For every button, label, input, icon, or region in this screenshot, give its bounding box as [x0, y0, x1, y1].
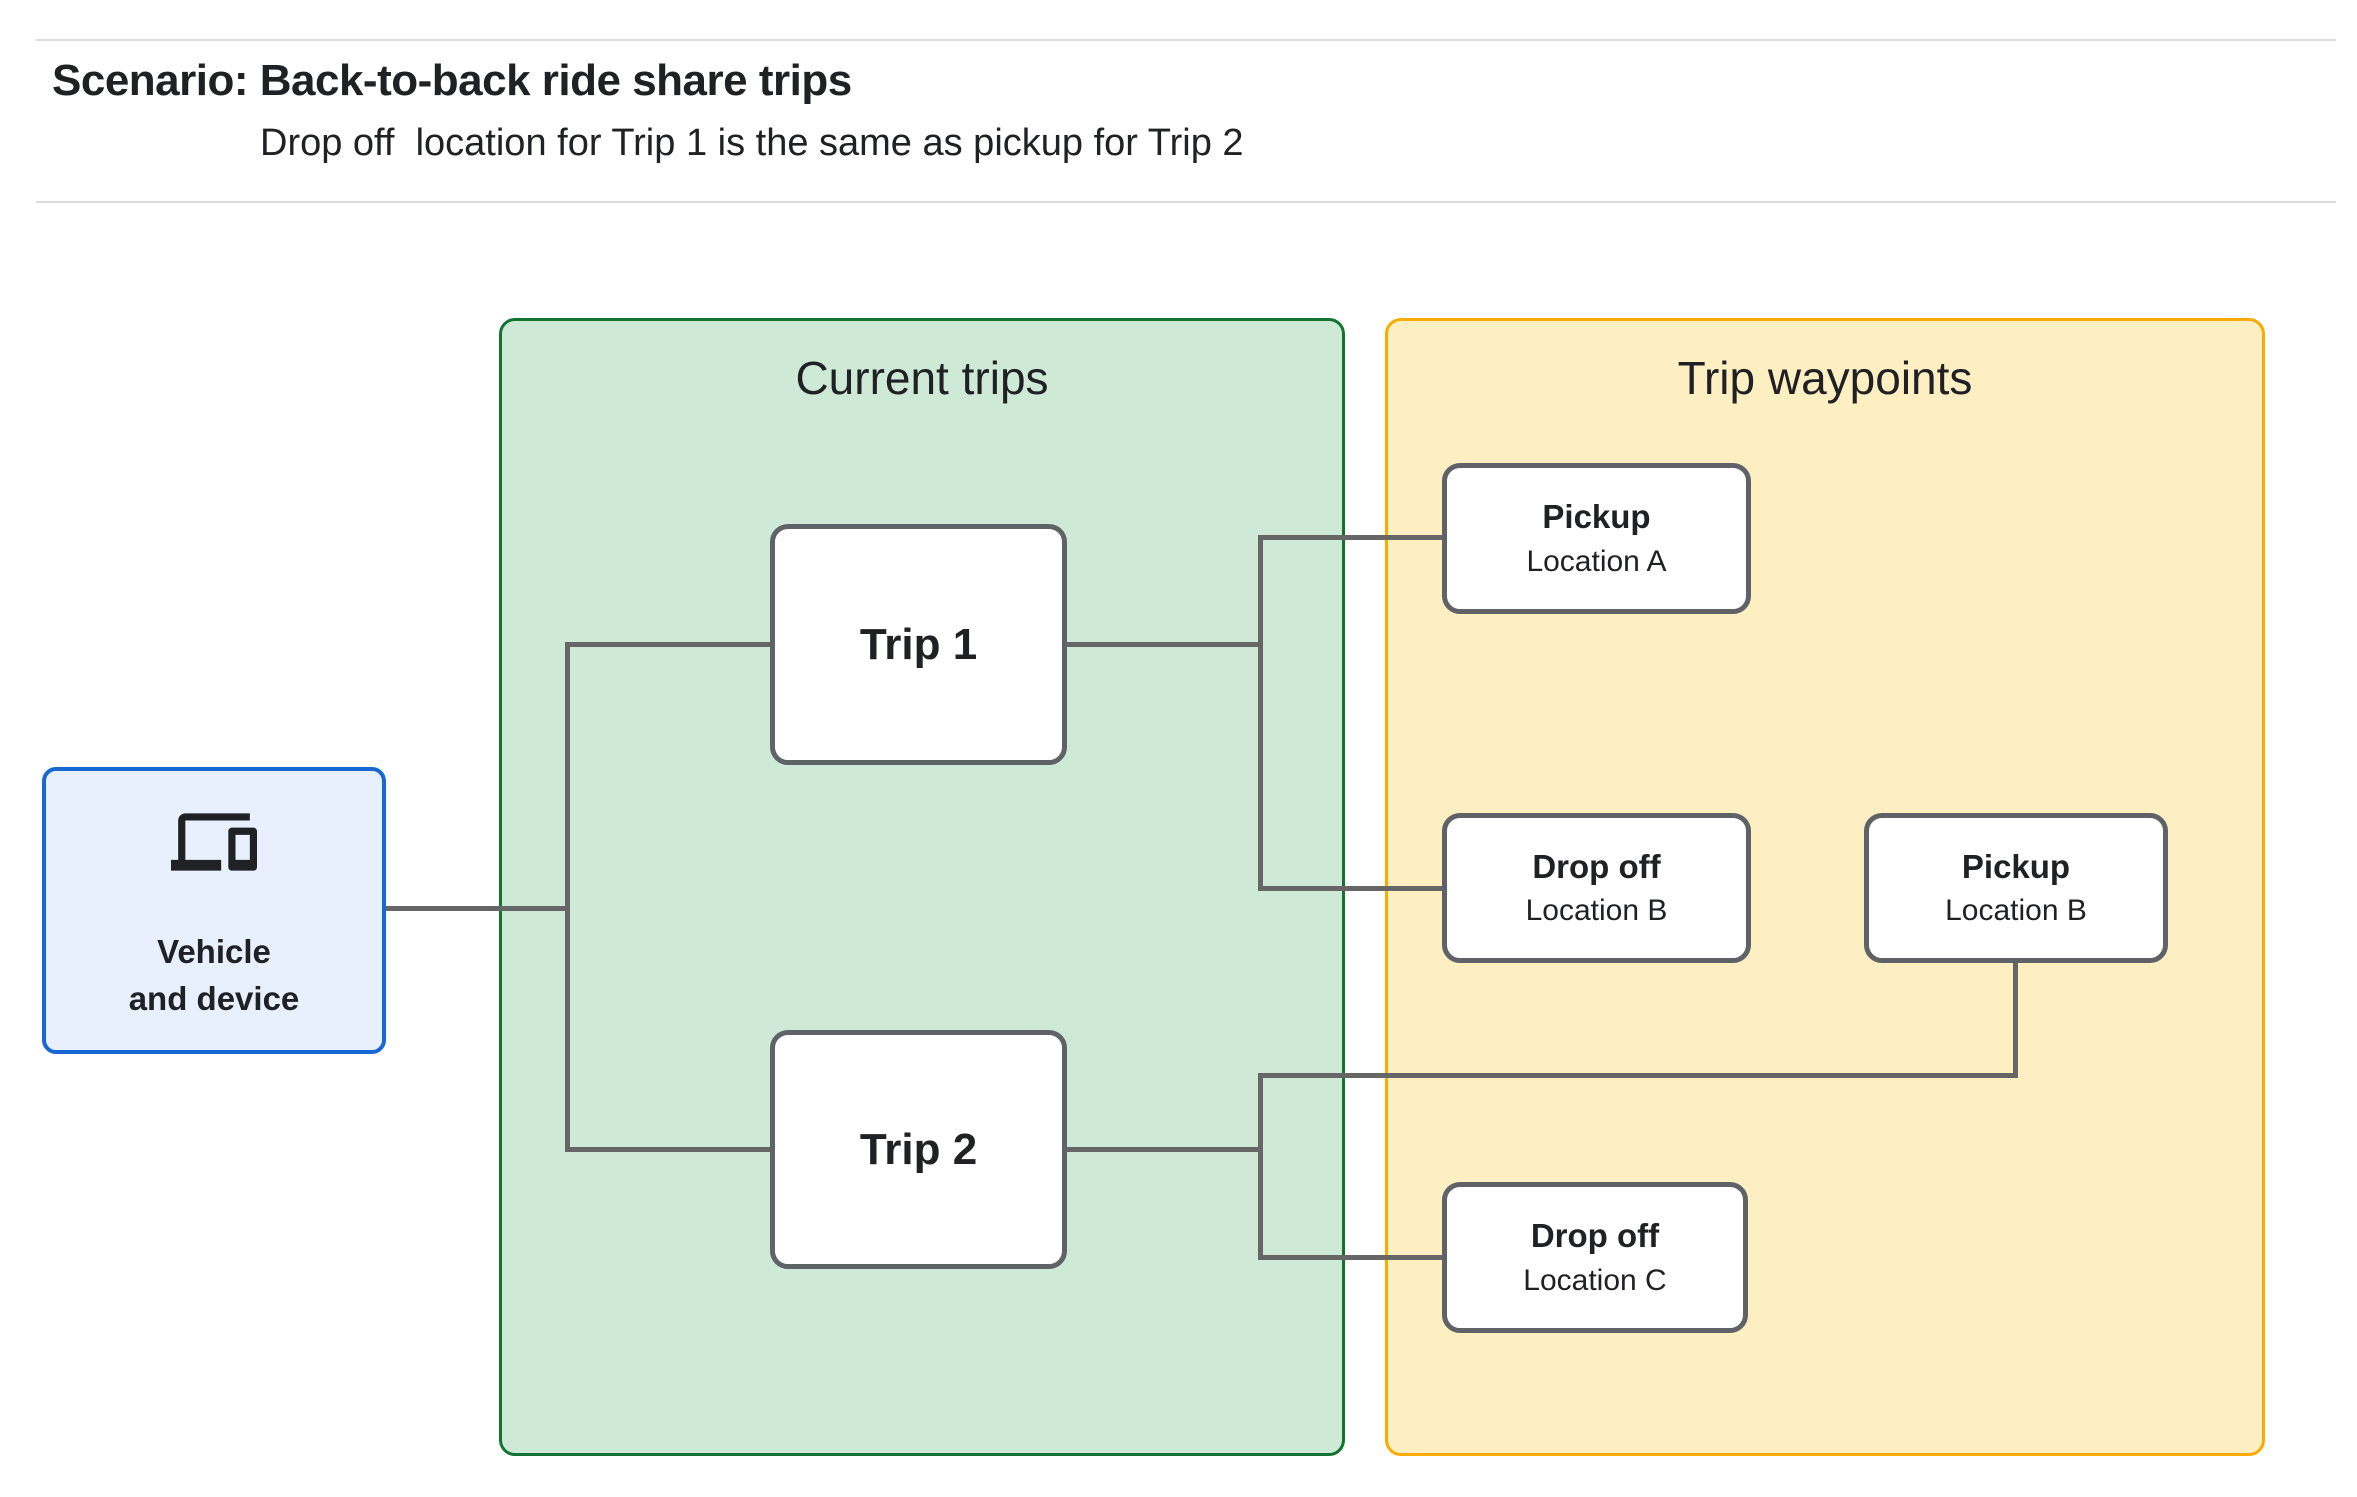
waypoint-subtitle: Location B: [1945, 894, 2087, 928]
waypoint-subtitle: Location A: [1526, 544, 1667, 578]
connector-trip2-junction: [1258, 1073, 1263, 1260]
connector-pickup-b-v: [2013, 960, 2018, 1078]
connector-pickup-a-in: [1258, 535, 1445, 540]
waypoint-pickup-location-b: Pickup Location B: [1864, 813, 2168, 963]
connector-dropoff-c-in: [1258, 1255, 1445, 1260]
connector-trips-junction: [565, 642, 570, 1152]
vehicle-label-line2: and device: [128, 979, 300, 1017]
connector-trip2-in: [565, 1147, 772, 1152]
connector-pickup-b-h: [1258, 1073, 2018, 1078]
waypoint-title: Pickup: [1961, 847, 2071, 885]
connector-dropoff-b-in: [1258, 886, 1445, 891]
vehicle-label-line1: Vehicle: [157, 933, 271, 970]
waypoint-dropoff-location-c: Drop off Location C: [1442, 1182, 1748, 1333]
trip-2-node: Trip 2: [770, 1030, 1067, 1269]
devices-icon: [171, 813, 257, 871]
page-subtitle: Drop off location for Trip 1 is the same…: [260, 122, 1244, 164]
trip-1-label: Trip 1: [859, 619, 978, 669]
connector-trip1-in: [565, 642, 772, 647]
connector-vehicle-out: [385, 906, 570, 911]
waypoint-title: Drop off: [1530, 1217, 1660, 1255]
connector-trip1-out: [1064, 642, 1263, 647]
trip-1-node: Trip 1: [770, 524, 1067, 765]
page-title: Scenario: Back-to-back ride share trips: [52, 56, 852, 105]
current-trips-container: Current trips: [499, 318, 1345, 1456]
trip-2-label: Trip 2: [859, 1124, 978, 1174]
vehicle-and-device-node: Vehicle and device: [42, 767, 386, 1054]
waypoint-subtitle: Location B: [1525, 894, 1668, 928]
connector-trip1-junction: [1258, 535, 1263, 891]
waypoint-pickup-location-a: Pickup Location A: [1442, 463, 1751, 614]
trip-waypoints-title: Trip waypoints: [1677, 352, 1973, 404]
vehicle-label: Vehicle and device: [46, 929, 382, 1023]
waypoint-subtitle: Location C: [1523, 1263, 1667, 1297]
waypoint-title: Drop off: [1532, 847, 1661, 885]
current-trips-title: Current trips: [795, 352, 1049, 404]
connector-trip2-out: [1064, 1147, 1263, 1152]
header-divider: [36, 201, 2336, 203]
top-divider: [36, 39, 2336, 41]
waypoint-dropoff-location-b: Drop off Location B: [1442, 813, 1751, 963]
waypoint-title: Pickup: [1542, 498, 1651, 536]
